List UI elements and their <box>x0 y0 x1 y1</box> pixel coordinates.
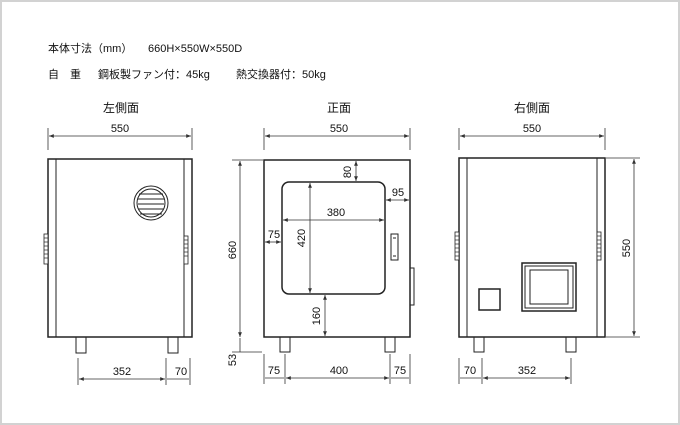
front-width-dim: 550 <box>330 123 348 135</box>
right-foot-1 <box>473 336 485 353</box>
front-foot-2 <box>384 336 396 353</box>
louver-vent-icon <box>133 185 169 221</box>
right-bottom-dim-70: 70 <box>464 365 476 377</box>
front-view: 正面 550 660 53 80 95 380 <box>227 101 415 384</box>
window-width-dim-380: 380 <box>327 207 345 219</box>
front-bottom-dim-75-right: 75 <box>394 365 406 377</box>
left-view-title: 左側面 <box>103 100 139 115</box>
size-value: 660H×550W×550D <box>148 43 242 55</box>
left-bottom-dim-352: 352 <box>113 366 131 378</box>
front-window <box>281 181 386 295</box>
heat-exchanger-icon <box>521 262 577 312</box>
left-bottom-dim-70: 70 <box>175 366 187 378</box>
left-cabinet-body <box>47 158 193 338</box>
window-bottom-dim-160: 160 <box>311 307 323 325</box>
right-height-dim-550: 550 <box>621 239 633 257</box>
left-foot-1 <box>75 336 87 354</box>
front-view-title: 正面 <box>327 101 351 115</box>
right-foot-2 <box>565 336 577 353</box>
left-foot-2 <box>167 336 179 354</box>
window-top-dim-80: 80 <box>342 166 354 178</box>
window-right-dim-95: 95 <box>392 187 404 199</box>
right-bottom-dim-352: 352 <box>518 365 536 377</box>
front-height-dim-660: 660 <box>227 241 239 259</box>
front-bottom-dim-75-left: 75 <box>268 365 280 377</box>
window-left-dim-75: 75 <box>268 229 280 241</box>
right-side-view: 右側面 550 550 <box>454 100 640 384</box>
weight-heat-exchanger: 熱交換器付：50kg <box>236 67 326 81</box>
front-cabinet-body <box>263 159 411 338</box>
weight-fan: 鋼板製ファン付：45kg <box>98 67 210 81</box>
side-latch <box>409 267 415 306</box>
size-label: 本体寸法（mm） <box>48 41 132 55</box>
front-foot-1 <box>279 336 291 353</box>
left-width-dim: 550 <box>111 123 129 135</box>
small-square-panel <box>478 288 501 311</box>
window-height-dim-420: 420 <box>296 229 308 247</box>
front-bottom-dim-400: 400 <box>330 365 348 377</box>
front-base-dim-53: 53 <box>227 354 239 366</box>
weight-label: 自 重 <box>48 67 81 81</box>
left-side-view: 左側面 550 <box>43 100 193 385</box>
right-view-title: 右側面 <box>514 100 550 115</box>
door-handle-icon <box>390 233 399 261</box>
right-width-dim: 550 <box>523 123 541 135</box>
